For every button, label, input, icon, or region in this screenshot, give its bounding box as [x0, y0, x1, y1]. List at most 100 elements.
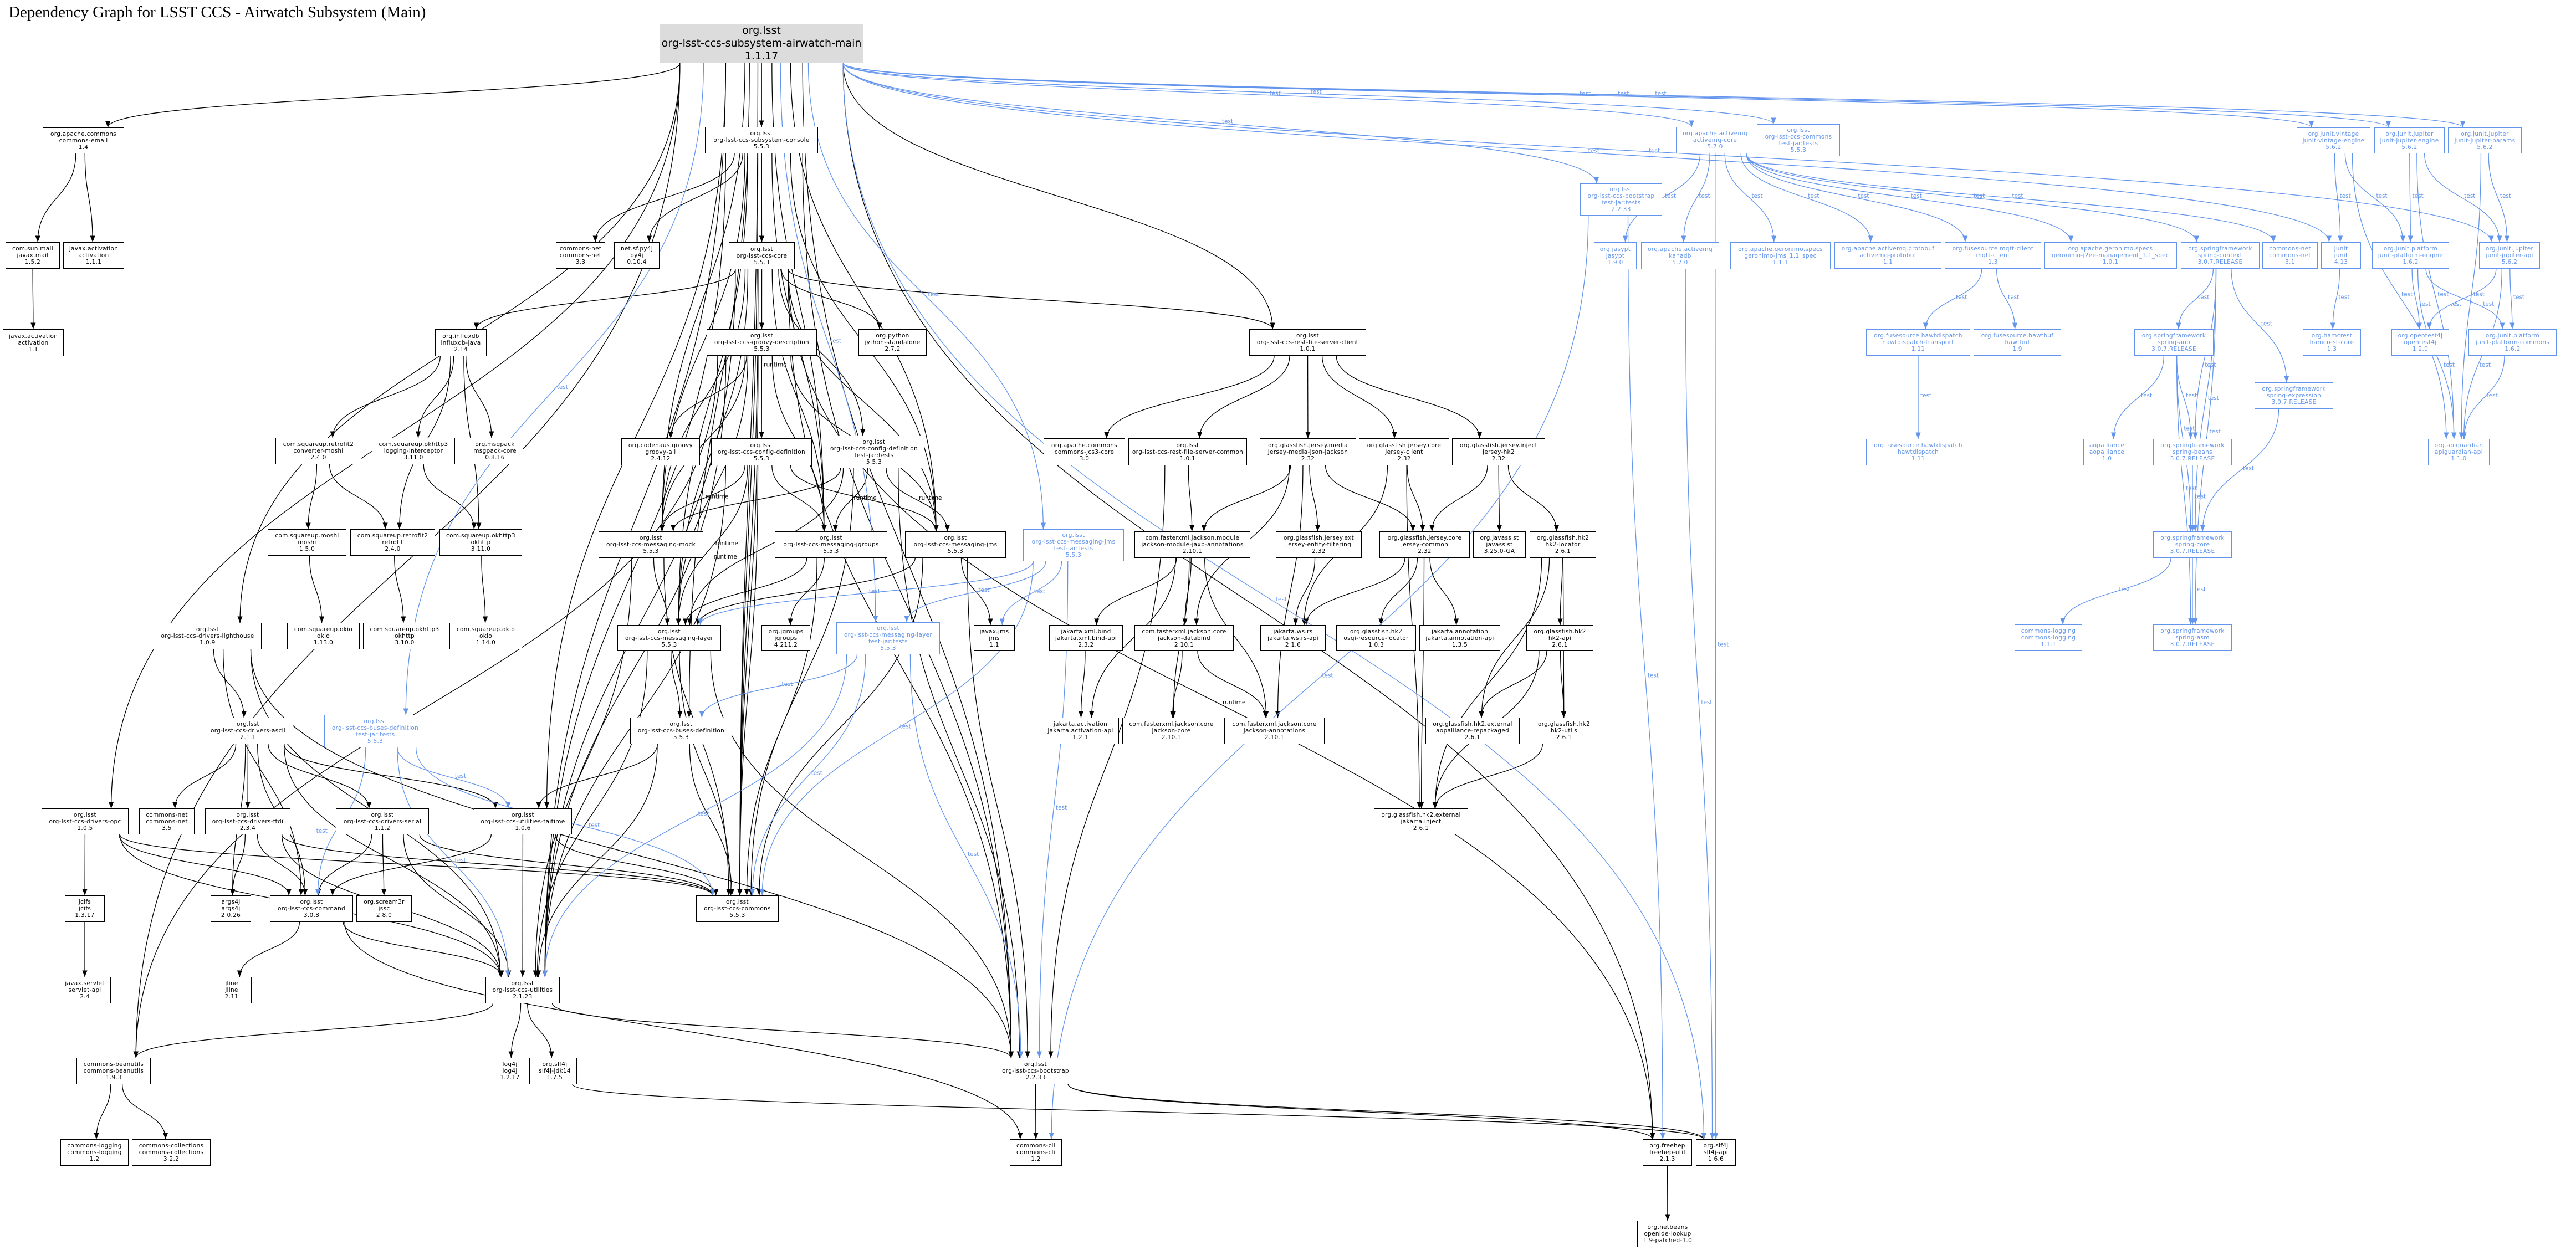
artifact-node-okhttp310[interactable]: com.squareup.okhttp3okhttp3.10.0	[363, 623, 446, 649]
artifact-node-msglayer[interactable]: org.lsstorg-lsst-ccs-messaging-layer5.5.…	[617, 625, 721, 651]
artifact-node-jerseyclient[interactable]: org.glassfish.jersey.corejersey-client2.…	[1359, 438, 1449, 465]
artifact-node-slf4japi[interactable]: org.slf4jslf4j-api1.6.6	[1696, 1139, 1736, 1166]
artifact-node-slf4jjdk[interactable]: org.slf4jslf4j-jdk141.7.5	[533, 1058, 577, 1084]
artifact-node-geronimoj2ee[interactable]: org.apache.geronimo.specsgeronimo-j2ee-m…	[2044, 242, 2177, 269]
artifact-node-busestest[interactable]: org.lsstorg-lsst-ccs-buses-definitiontes…	[324, 715, 426, 747]
artifact-node-taitime[interactable]: org.lsstorg-lsst-ccs-utilities-taitime1.…	[474, 808, 572, 834]
artifact-node-jerseycommon[interactable]: org.glassfish.jersey.corejersey-common2.…	[1379, 531, 1470, 558]
artifact-node-commonscli[interactable]: commons-clicommons-cli1.2	[1010, 1139, 1062, 1166]
artifact-node-mqtt[interactable]: org.fusesource.mqtt-clientmqtt-client1.3	[1945, 242, 2041, 269]
artifact-node-protobuf[interactable]: org.apache.activemq.protobufactivemq-pro…	[1834, 242, 1941, 269]
artifact-node-utilities[interactable]: org.lsstorg-lsst-ccs-utilities2.1.23	[485, 977, 560, 1003]
artifact-node-jgroupsm[interactable]: org.lsstorg-lsst-ccs-messaging-jgroups5.…	[775, 531, 887, 558]
artifact-node-springcore[interactable]: org.springframeworkspring-core3.0.7.RELE…	[2153, 531, 2232, 558]
artifact-node-springctx[interactable]: org.springframeworkspring-context3.0.7.R…	[2181, 242, 2260, 269]
artifact-node-platcommons[interactable]: org.junit.platformjunit-platform-commons…	[2468, 329, 2557, 356]
artifact-node-clogging12[interactable]: commons-loggingcommons-logging1.2	[60, 1139, 129, 1166]
artifact-node-jcore[interactable]: com.fasterxml.jackson.corejackson-core2.…	[1122, 718, 1220, 744]
artifact-node-configdeftest[interactable]: org.lsstorg-lsst-ccs-config-definitionte…	[824, 436, 924, 468]
artifact-node-jupapi[interactable]: org.junit.jupiterjunit-jupiter-api5.6.2	[2479, 242, 2540, 269]
artifact-node-activemq[interactable]: org.apache.activemqactivemq-core5.7.0	[1676, 127, 1754, 153]
artifact-node-email[interactable]: org.apache.commonscommons-email1.4	[43, 127, 124, 153]
artifact-node-servlet[interactable]: javax.servletservlet-api2.4	[59, 977, 111, 1003]
artifact-node-jakinject[interactable]: org.glassfish.hk2.externaljakarta.inject…	[1374, 808, 1468, 834]
artifact-node-aoprepack[interactable]: org.glassfish.hk2.externalaopalliance-re…	[1425, 718, 1520, 744]
artifact-node-serial[interactable]: org.lsstorg-lsst-ccs-drivers-serial1.1.2	[336, 808, 429, 834]
artifact-node-configdef[interactable]: org.lsstorg-lsst-ccs-config-definition5.…	[711, 438, 812, 465]
artifact-node-jcifs[interactable]: jcifsjcifs1.3.17	[65, 895, 105, 922]
artifact-node-okio114[interactable]: com.squareup.okiookio1.14.0	[449, 623, 522, 649]
artifact-node-javassist[interactable]: org.javassistjavassist3.25.0-GA	[1473, 531, 1526, 558]
artifact-node-jms11[interactable]: javax.jmsjms1.1	[974, 625, 1015, 651]
artifact-node-msgjms[interactable]: org.lsstorg-lsst-ccs-messaging-jms5.5.3	[905, 531, 1006, 558]
artifact-node-msglayertest[interactable]: org.lsstorg-lsst-ccs-messaging-layertest…	[836, 622, 940, 654]
artifact-node-opentest4j[interactable]: org.opentest4jopentest4j1.2.0	[2391, 329, 2449, 356]
artifact-node-mock[interactable]: org.lsstorg-lsst-ccs-messaging-mock5.5.3	[599, 531, 703, 558]
artifact-node-jupengine[interactable]: org.junit.jupiterjunit-jupiter-engine5.6…	[2374, 127, 2445, 153]
artifact-node-jline[interactable]: jlinejline2.11	[212, 977, 252, 1003]
artifact-node-restcommon[interactable]: org.lsstorg-lsst-ccs-rest-file-server-co…	[1128, 438, 1247, 465]
artifact-node-aopalliance[interactable]: aopallianceaopalliance1.0	[2083, 439, 2130, 465]
artifact-node-beanutils[interactable]: commons-beanutilscommons-beanutils1.9.3	[76, 1058, 151, 1084]
artifact-node-act11[interactable]: javax.activationactivation1.1	[3, 329, 64, 356]
artifact-node-clogging111[interactable]: commons-loggingcommons-logging1.1.1	[2015, 624, 2082, 651]
artifact-node-springaop[interactable]: org.springframeworkspring-aop3.0.7.RELEA…	[2134, 329, 2214, 356]
artifact-node-commons[interactable]: org.lsstorg-lsst-ccs-commons5.5.3	[696, 895, 779, 922]
artifact-node-kahadb[interactable]: org.apache.activemqkahadb5.7.0	[1641, 242, 1719, 269]
artifact-node-hawttransport[interactable]: org.fusesource.hawtdispatchhawtdispatch-…	[1866, 329, 1970, 356]
artifact-node-args4j[interactable]: args4jargs4j2.0.26	[211, 895, 251, 922]
artifact-node-opc[interactable]: org.lsstorg-lsst-ccs-drivers-opc1.0.5	[42, 808, 129, 834]
artifact-node-hawtdispatch[interactable]: org.fusesource.hawtdispatchhawtdispatch1…	[1866, 439, 1970, 465]
artifact-node-osgi[interactable]: org.glassfish.hk2osgi-resource-locator1.…	[1336, 625, 1416, 651]
artifact-node-springasm[interactable]: org.springframeworkspring-asm3.0.7.RELEA…	[2153, 624, 2232, 651]
artifact-node-jython[interactable]: org.pythonjython-standalone2.7.2	[858, 329, 927, 356]
artifact-node-okio113[interactable]: com.squareup.okiookio1.13.0	[287, 623, 360, 649]
artifact-node-bootstrap[interactable]: org.lsstorg-lsst-ccs-bootstrap2.2.33	[995, 1058, 1076, 1084]
artifact-node-command[interactable]: org.lsstorg-lsst-ccs-command3.0.8	[270, 895, 353, 922]
root-artifact-node[interactable]: org.lsstorg-lsst-ccs-subsystem-airwatch-…	[660, 24, 863, 63]
artifact-node-jgroups[interactable]: org.jgroupsjgroups4.211.2	[761, 625, 810, 651]
artifact-node-influx[interactable]: org.influxdbinfluxdb-java2.14	[435, 329, 487, 356]
artifact-node-jerseymedia[interactable]: org.glassfish.jersey.mediajersey-media-j…	[1260, 438, 1356, 465]
artifact-node-moshi[interactable]: com.squareup.moshimoshi1.5.0	[268, 529, 346, 556]
artifact-node-openide[interactable]: org.netbeansopenide-lookup1.9-patched-1.…	[1637, 1221, 1698, 1247]
artifact-node-convmoshi[interactable]: com.squareup.retrofit2converter-moshi2.4…	[275, 438, 361, 464]
artifact-node-hk2api[interactable]: org.glassfish.hk2hk2-api2.6.1	[1526, 625, 1593, 651]
artifact-node-apiguardian[interactable]: org.apiguardianapiguardian-api1.1.0	[2428, 439, 2490, 465]
artifact-node-jupparams[interactable]: org.junit.jupiterjunit-jupiter-params5.6…	[2448, 127, 2522, 153]
artifact-node-jcs3[interactable]: org.apache.commonscommons-jcs3-core3.0	[1044, 438, 1125, 465]
artifact-node-log4j[interactable]: log4jlog4j1.2.17	[490, 1058, 530, 1084]
artifact-node-busesdef[interactable]: org.lsstorg-lsst-ccs-buses-definition5.5…	[630, 718, 732, 744]
artifact-node-jerseyfilter[interactable]: org.glassfish.jersey.extjersey-entity-fi…	[1276, 531, 1362, 558]
artifact-node-xmlbind[interactable]: jakarta.xml.bindjakarta.xml.bind-api2.3.…	[1049, 625, 1123, 651]
artifact-node-geronimojms[interactable]: org.apache.geronimo.specsgeronimo-jms_1.…	[1730, 242, 1831, 269]
artifact-node-hk2utils[interactable]: org.glassfish.hk2hk2-utils2.6.1	[1531, 718, 1597, 744]
artifact-node-console[interactable]: org.lsstorg-lsst-ccs-subsystem-console5.…	[705, 127, 818, 153]
artifact-node-core[interactable]: org.lsstorg-lsst-ccs-core5.5.3	[729, 242, 795, 269]
artifact-node-jerseyhk2[interactable]: org.glassfish.jersey.injectjersey-hk22.3…	[1452, 438, 1545, 465]
artifact-node-activation121[interactable]: jakarta.activationjakarta.activation-api…	[1042, 718, 1119, 744]
artifact-node-hawtbuf[interactable]: org.fusesource.hawtbufhawtbuf1.9	[1974, 329, 2061, 356]
artifact-node-msgpack[interactable]: org.msgpackmsgpack-core0.8.16	[467, 438, 523, 464]
artifact-node-net35[interactable]: commons-netcommons-net3.5	[139, 808, 195, 834]
artifact-node-jann[interactable]: com.fasterxml.jackson.corejackson-annota…	[1224, 718, 1325, 744]
artifact-node-net31[interactable]: commons-netcommons-net3.1	[2262, 242, 2318, 269]
artifact-node-databind[interactable]: com.fasterxml.jackson.corejackson-databi…	[1134, 625, 1234, 651]
artifact-node-groovydesc[interactable]: org.lsstorg-lsst-ccs-groovy-description5…	[707, 329, 817, 356]
artifact-node-msgjmstest[interactable]: org.lsstorg-lsst-ccs-messaging-jmstest-j…	[1023, 529, 1124, 561]
artifact-node-freehep[interactable]: org.freehepfreehep-util2.1.3	[1643, 1139, 1692, 1166]
artifact-node-jasypt[interactable]: org.jasyptjasypt1.9.0	[1594, 242, 1637, 269]
artifact-node-wsrs[interactable]: jakarta.ws.rsjakarta.ws.rs-api2.1.6	[1260, 625, 1326, 651]
artifact-node-lighthouse[interactable]: org.lsstorg-lsst-ccs-drivers-lighthouse1…	[154, 623, 262, 649]
artifact-node-ascii[interactable]: org.lsstorg-lsst-ccs-drivers-ascii2.1.1	[203, 718, 293, 744]
artifact-node-annotation[interactable]: jakarta.annotationjakarta.annotation-api…	[1419, 625, 1500, 651]
artifact-node-bootstraptest[interactable]: org.lsstorg-lsst-ccs-bootstraptest-jar:t…	[1580, 183, 1662, 216]
artifact-node-retrofit[interactable]: com.squareup.retrofit2retrofit2.4.0	[350, 529, 435, 556]
artifact-node-groovyall[interactable]: org.codehaus.groovygroovy-all2.4.12	[621, 438, 700, 465]
artifact-node-hk2locator[interactable]: org.glassfish.hk2hk2-locator2.6.1	[1530, 531, 1596, 558]
artifact-node-junit[interactable]: junitjunit4.13	[2321, 242, 2361, 269]
artifact-node-platengine[interactable]: org.junit.platformjunit-platform-engine1…	[2372, 242, 2449, 269]
artifact-node-springexpr[interactable]: org.springframeworkspring-expression3.0.…	[2255, 382, 2333, 409]
artifact-node-py4j[interactable]: net.sf.py4jpy4j0.10.4	[614, 242, 660, 269]
artifact-node-hamcrest[interactable]: org.hamcresthamcrest-core1.3	[2303, 329, 2361, 356]
